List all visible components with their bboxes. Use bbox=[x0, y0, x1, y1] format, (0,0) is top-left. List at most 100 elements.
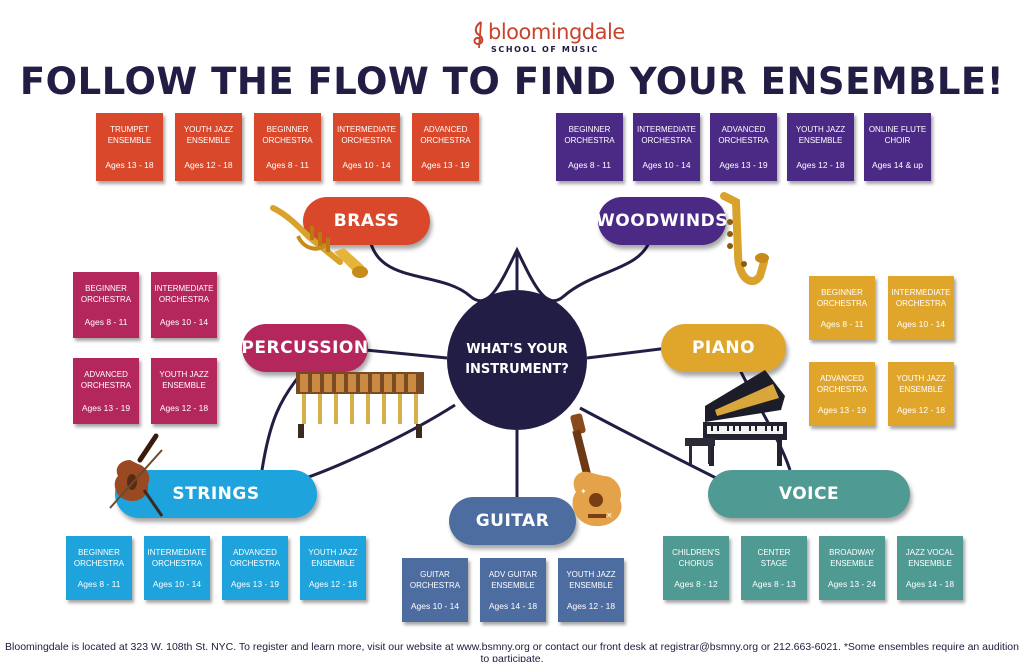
ensemble-ages: Ages 13 - 19 bbox=[230, 579, 280, 589]
ensemble-ages: Ages 12 - 18 bbox=[566, 601, 616, 611]
strings-ensemble-card[interactable]: BEGINNER ORCHESTRA Ages 8 - 11 bbox=[66, 536, 132, 600]
ensemble-ages: Ages 10 - 14 bbox=[159, 317, 209, 327]
ensemble-name: BEGINNER ORCHESTRA bbox=[262, 125, 313, 145]
treble-clef-icon bbox=[473, 21, 484, 49]
ensemble-ages: Ages 8 - 11 bbox=[84, 317, 128, 327]
ensemble-name: TRUMPET ENSEMBLE bbox=[107, 125, 152, 145]
page-title: FOLLOW THE FLOW TO FIND YOUR ENSEMBLE! bbox=[19, 60, 1005, 103]
ensemble-ages: Ages 13 - 19 bbox=[421, 160, 470, 170]
ensemble-ages: Ages 14 & up bbox=[871, 160, 924, 170]
voice-ensemble-card[interactable]: JAZZ VOCAL ENSEMBLE Ages 14 - 18 bbox=[897, 536, 963, 600]
brass-ensemble-card[interactable]: TRUMPET ENSEMBLE Ages 13 - 18 bbox=[96, 113, 163, 181]
ensemble-ages: Ages 8 - 11 bbox=[568, 160, 611, 170]
ensemble-name: ADVANCED ORCHESTRA bbox=[80, 370, 132, 390]
grand-piano-icon bbox=[685, 370, 787, 466]
ensemble-name: INTERMEDIATE ORCHESTRA bbox=[337, 125, 396, 145]
guitar-ensemble-card[interactable]: GUITAR ORCHESTRA Ages 10 - 14 bbox=[402, 558, 468, 622]
woodwinds-ensemble-card[interactable]: ADVANCED ORCHESTRA Ages 13 - 19 bbox=[710, 113, 777, 181]
woodwinds-ensemble-card[interactable]: INTERMEDIATE ORCHESTRA Ages 10 - 14 bbox=[633, 113, 700, 181]
ensemble-name: INTERMEDIATE ORCHESTRA bbox=[154, 284, 214, 304]
ensemble-name: BROADWAY ENSEMBLE bbox=[829, 548, 875, 568]
piano-ensemble-card[interactable]: YOUTH JAZZ ENSEMBLE Ages 12 - 18 bbox=[888, 362, 954, 426]
woodwinds-ensemble-card[interactable]: ONLINE FLUTE CHOIR Ages 14 & up bbox=[864, 113, 931, 181]
ensemble-name: ADVANCED ORCHESTRA bbox=[229, 548, 281, 568]
ensemble-ages: Ages 13 - 19 bbox=[81, 403, 131, 413]
piano-ensemble-card[interactable]: ADVANCED ORCHESTRA Ages 13 - 19 bbox=[809, 362, 875, 426]
ensemble-ages: Ages 10 - 14 bbox=[152, 579, 202, 589]
ensemble-ages: Ages 13 - 24 bbox=[827, 579, 877, 589]
ensemble-ages: Ages 14 - 18 bbox=[905, 579, 955, 589]
brass-ensemble-card[interactable]: YOUTH JAZZ ENSEMBLE Ages 12 - 18 bbox=[175, 113, 242, 181]
xylophone-icon bbox=[296, 372, 424, 438]
strings-ensemble-card[interactable]: INTERMEDIATE ORCHESTRA Ages 10 - 14 bbox=[144, 536, 210, 600]
brass-ensemble-card[interactable]: BEGINNER ORCHESTRA Ages 8 - 11 bbox=[254, 113, 321, 181]
ensemble-ages: Ages 13 - 19 bbox=[719, 160, 768, 170]
ensemble-ages: Ages 8 - 11 bbox=[266, 160, 309, 170]
voice-ensemble-card[interactable]: CENTER STAGE Ages 8 - 13 bbox=[741, 536, 807, 600]
voice-ensemble-card[interactable]: CHILDREN'S CHORUS Ages 8 - 12 bbox=[663, 536, 729, 600]
percussion-ensemble-card[interactable]: ADVANCED ORCHESTRA Ages 13 - 19 bbox=[73, 358, 139, 424]
footer-note: Bloomingdale is located at 323 W. 108th … bbox=[5, 641, 1019, 662]
strings-pill[interactable]: STRINGS bbox=[115, 470, 317, 518]
ensemble-name: BEGINNER ORCHESTRA bbox=[73, 548, 125, 568]
ensemble-ages: Ages 8 - 13 bbox=[752, 579, 796, 589]
ensemble-ages: Ages 10 - 14 bbox=[896, 319, 946, 329]
strings-ensemble-card[interactable]: YOUTH JAZZ ENSEMBLE Ages 12 - 18 bbox=[300, 536, 366, 600]
guitar-ensemble-card[interactable]: ADV GUITAR ENSEMBLE Ages 14 - 18 bbox=[480, 558, 546, 622]
saxophone-icon bbox=[720, 192, 769, 285]
ensemble-ages: Ages 10 - 14 bbox=[642, 160, 691, 170]
percussion-ensemble-card[interactable]: INTERMEDIATE ORCHESTRA Ages 10 - 14 bbox=[151, 272, 217, 338]
piano-pill[interactable]: PIANO bbox=[661, 324, 786, 372]
percussion-ensemble-card[interactable]: YOUTH JAZZ ENSEMBLE Ages 12 - 18 bbox=[151, 358, 217, 424]
ensemble-name: ONLINE FLUTE CHOIR bbox=[868, 125, 927, 145]
ensemble-name: INTERMEDIATE ORCHESTRA bbox=[147, 548, 207, 568]
ensemble-ages: Ages 8 - 11 bbox=[820, 319, 864, 329]
ensemble-ages: Ages 12 - 18 bbox=[796, 160, 845, 170]
ensemble-name: ADV GUITAR ENSEMBLE bbox=[488, 570, 538, 590]
ensemble-ages: Ages 8 - 12 bbox=[674, 579, 718, 589]
piano-ensemble-card[interactable]: BEGINNER ORCHESTRA Ages 8 - 11 bbox=[809, 276, 875, 340]
brass-pill[interactable]: BRASS bbox=[303, 197, 430, 245]
woodwinds-ensemble-card[interactable]: BEGINNER ORCHESTRA Ages 8 - 11 bbox=[556, 113, 623, 181]
percussion-pill[interactable]: PERCUSSION bbox=[241, 324, 368, 372]
ensemble-name: ADVANCED ORCHESTRA bbox=[420, 125, 471, 145]
ensemble-ages: Ages 12 - 18 bbox=[308, 579, 358, 589]
ensemble-ages: Ages 10 - 14 bbox=[342, 160, 391, 170]
percussion-ensemble-card[interactable]: BEGINNER ORCHESTRA Ages 8 - 11 bbox=[73, 272, 139, 338]
ensemble-name: YOUTH JAZZ ENSEMBLE bbox=[308, 548, 358, 568]
svg-text:✕: ✕ bbox=[606, 511, 613, 520]
ensemble-name: BEGINNER ORCHESTRA bbox=[564, 125, 615, 145]
ensemble-name: YOUTH JAZZ ENSEMBLE bbox=[183, 125, 234, 145]
guitar-ensemble-card[interactable]: YOUTH JAZZ ENSEMBLE Ages 12 - 18 bbox=[558, 558, 624, 622]
ensemble-ages: Ages 14 - 18 bbox=[488, 601, 538, 611]
ensemble-name: GUITAR ORCHESTRA bbox=[409, 570, 461, 590]
ensemble-ages: Ages 13 - 19 bbox=[817, 405, 867, 415]
school-logo: bloomingdale SCHOOL OF MUSIC bbox=[470, 18, 625, 58]
instrument-hub: WHAT'S YOUR INSTRUMENT? bbox=[447, 290, 587, 430]
brass-ensemble-card[interactable]: ADVANCED ORCHESTRA Ages 13 - 19 bbox=[412, 113, 479, 181]
ensemble-name: YOUTH JAZZ ENSEMBLE bbox=[896, 374, 946, 394]
ukulele-icon: ✦ ✕ bbox=[570, 413, 622, 527]
guitar-pill[interactable]: GUITAR bbox=[449, 497, 576, 545]
brass-ensemble-card[interactable]: INTERMEDIATE ORCHESTRA Ages 10 - 14 bbox=[333, 113, 400, 181]
voice-ensemble-card[interactable]: BROADWAY ENSEMBLE Ages 13 - 24 bbox=[819, 536, 885, 600]
violin-icon bbox=[109, 433, 164, 517]
ensemble-name: JAZZ VOCAL ENSEMBLE bbox=[905, 548, 955, 568]
ensemble-name: INTERMEDIATE ORCHESTRA bbox=[637, 125, 696, 145]
ensemble-name: ADVANCED ORCHESTRA bbox=[816, 374, 868, 394]
ensemble-ages: Ages 12 - 18 bbox=[184, 160, 233, 170]
woodwinds-ensemble-card[interactable]: YOUTH JAZZ ENSEMBLE Ages 12 - 18 bbox=[787, 113, 854, 181]
woodwinds-pill[interactable]: WOODWINDS bbox=[596, 197, 727, 245]
logo-name: bloomingdale bbox=[488, 20, 625, 44]
ensemble-name: YOUTH JAZZ ENSEMBLE bbox=[159, 370, 209, 390]
ensemble-name: INTERMEDIATE ORCHESTRA bbox=[891, 288, 951, 308]
ensemble-ages: Ages 13 - 18 bbox=[105, 160, 154, 170]
logo-subtitle: SCHOOL OF MUSIC bbox=[491, 45, 599, 54]
voice-pill[interactable]: VOICE bbox=[708, 470, 910, 518]
piano-ensemble-card[interactable]: INTERMEDIATE ORCHESTRA Ages 10 - 14 bbox=[888, 276, 954, 340]
strings-ensemble-card[interactable]: ADVANCED ORCHESTRA Ages 13 - 19 bbox=[222, 536, 288, 600]
ensemble-ages: Ages 8 - 11 bbox=[77, 579, 121, 589]
ensemble-name: YOUTH JAZZ ENSEMBLE bbox=[566, 570, 616, 590]
ensemble-name: CHILDREN'S CHORUS bbox=[672, 548, 720, 568]
svg-text:✦: ✦ bbox=[580, 487, 587, 496]
